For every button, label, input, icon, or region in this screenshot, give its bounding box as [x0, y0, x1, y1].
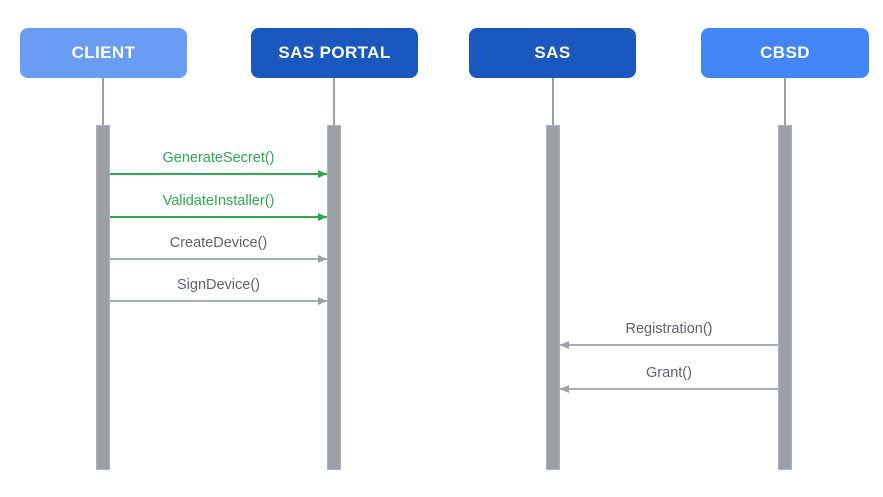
- message-label: GenerateSecret(): [162, 150, 275, 166]
- arrowhead-right-icon: [318, 170, 327, 178]
- activation-bar-client: [96, 125, 110, 470]
- actor-box-sas: SAS: [469, 28, 636, 78]
- message-label: Registration(): [625, 321, 713, 337]
- message-generate-secret: GenerateSecret(): [110, 148, 327, 178]
- activation-bar-cbsd: [778, 125, 792, 470]
- message-arrow-line: [110, 254, 327, 263]
- message-arrow-line: [110, 170, 327, 178]
- message-arrow-line: [110, 213, 327, 221]
- activation-bar-sas: [546, 125, 560, 470]
- activation-bar-sas-portal: [327, 125, 341, 470]
- message-label: SignDevice(): [177, 277, 260, 293]
- actor-label-cbsd: CBSD: [760, 43, 810, 62]
- arrowhead-left-icon: [560, 384, 569, 393]
- message-validate-installer: ValidateInstaller(): [110, 191, 327, 221]
- arrowhead-left-icon: [560, 340, 569, 349]
- message-arrow-line: [110, 296, 327, 305]
- actor-label-sas-portal: SAS PORTAL: [278, 43, 391, 62]
- message-grant: Grant(): [560, 363, 778, 393]
- arrowhead-right-icon: [318, 254, 327, 263]
- arrowhead-right-icon: [318, 296, 327, 305]
- message-arrow-line: [560, 384, 778, 393]
- message-label: CreateDevice(): [169, 235, 268, 251]
- message-create-device: CreateDevice(): [110, 233, 327, 263]
- actor-box-sas-portal: SAS PORTAL: [251, 28, 418, 78]
- message-arrow-line: [560, 340, 778, 349]
- actor-box-client: CLIENT: [20, 28, 187, 78]
- message-sign-device: SignDevice(): [110, 275, 327, 305]
- actor-box-cbsd: CBSD: [701, 28, 869, 78]
- message-label: ValidateInstaller(): [162, 193, 275, 209]
- actor-label-client: CLIENT: [71, 43, 136, 62]
- lifeline-stem-sas: [552, 78, 554, 125]
- lifeline-stem-client: [102, 78, 104, 125]
- message-registration: Registration(): [560, 319, 778, 349]
- message-label: Grant(): [646, 365, 692, 381]
- lifeline-stem-cbsd: [784, 78, 786, 125]
- arrowhead-right-icon: [318, 213, 327, 221]
- actor-label-sas: SAS: [534, 43, 571, 62]
- lifeline-stem-sas-portal: [333, 78, 335, 125]
